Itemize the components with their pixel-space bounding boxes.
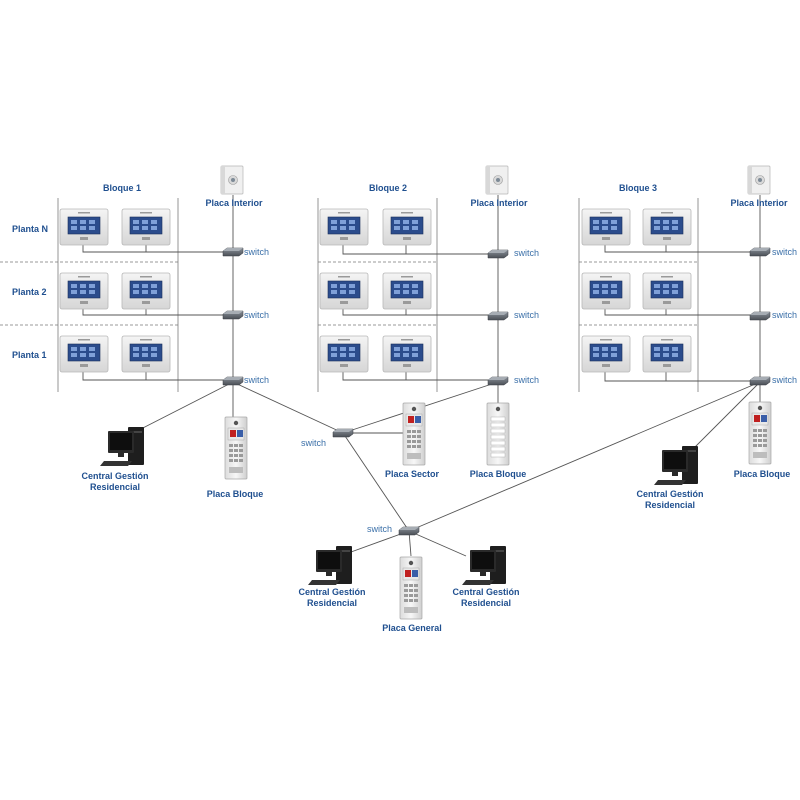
monitor-group-block-1 — [59, 208, 171, 373]
placa-interior-icon — [220, 165, 244, 195]
indoor-monitor — [642, 208, 692, 246]
indoor-monitor — [59, 335, 109, 373]
placa-bloque-label: Placa Bloque — [206, 489, 264, 499]
indoor-monitor — [59, 272, 109, 310]
computer-icon — [462, 546, 506, 585]
switch-label: switch — [301, 438, 327, 448]
central-gestion-label: Central Gestión Residencial — [636, 489, 704, 510]
placa-bloque-label: Placa Bloque — [469, 469, 527, 479]
indoor-monitor — [121, 208, 171, 246]
placa-general-icon — [399, 556, 423, 620]
indoor-monitor — [581, 335, 631, 373]
switch-label: switch — [367, 524, 393, 534]
placa-interior-label: Placa Interior — [205, 198, 263, 208]
switch-icon — [749, 247, 771, 257]
block-title: Bloque 3 — [618, 183, 657, 193]
placa-bloque-icon — [224, 416, 248, 480]
placa-sector-label: Placa Sector — [384, 469, 440, 479]
switch-icon — [487, 376, 509, 386]
switch-label: switch — [514, 375, 540, 385]
placa-bloque-icon — [748, 401, 772, 465]
indoor-monitor — [382, 272, 432, 310]
switch-icon — [222, 376, 244, 386]
indoor-monitor — [319, 335, 369, 373]
block-frame-3 — [578, 198, 699, 392]
block-title: Bloque 1 — [102, 183, 141, 193]
block-frame-2 — [317, 198, 438, 392]
central-gestion-label: Central Gestión Residencial — [298, 587, 366, 608]
placa-interior-label: Placa Interior — [730, 198, 788, 208]
switch-icon — [749, 376, 771, 386]
computer-icon — [654, 446, 698, 485]
indoor-monitor — [121, 272, 171, 310]
switch-label: switch — [514, 310, 540, 320]
indoor-monitor — [319, 208, 369, 246]
switch-label: switch — [772, 247, 798, 257]
block-frame-1 — [0, 198, 179, 392]
placa-interior-icon — [747, 165, 771, 195]
switch-icon — [487, 249, 509, 259]
switch-icon — [222, 247, 244, 257]
switch-icon — [749, 311, 771, 321]
switch-icon — [398, 526, 420, 536]
block-title: Bloque 2 — [368, 183, 407, 193]
switch-label: switch — [244, 247, 270, 257]
switch-icon — [487, 311, 509, 321]
placa-bloque-icon — [486, 402, 510, 466]
placa-interior-label: Placa Interior — [470, 198, 528, 208]
indoor-monitor — [382, 208, 432, 246]
indoor-monitor — [581, 272, 631, 310]
placa-interior-icon — [485, 165, 509, 195]
switch-label: switch — [772, 375, 798, 385]
computer-icon — [100, 427, 144, 466]
indoor-monitor — [319, 272, 369, 310]
central-gestion-label: Central Gestión Residencial — [452, 587, 520, 608]
floor-label: Planta 2 — [12, 287, 47, 297]
indoor-monitor — [382, 335, 432, 373]
indoor-monitor — [642, 335, 692, 373]
indoor-monitor — [581, 208, 631, 246]
placa-bloque-label: Placa Bloque — [733, 469, 791, 479]
indoor-monitor — [642, 272, 692, 310]
switch-label: switch — [772, 310, 798, 320]
central-gestion-label: Central Gestión Residencial — [81, 471, 149, 492]
computer-icon — [308, 546, 352, 585]
placa-general-label: Placa General — [382, 623, 442, 633]
switch-icon — [332, 428, 354, 438]
placa-sector-icon — [402, 402, 426, 466]
indoor-monitor — [121, 335, 171, 373]
switch-label: switch — [244, 375, 270, 385]
indoor-monitor — [59, 208, 109, 246]
monitor-group-block-2 — [319, 208, 432, 373]
switch-label: switch — [514, 248, 540, 258]
monitor-group-block-3 — [581, 208, 692, 373]
floor-label: Planta N — [12, 224, 49, 234]
switch-label: switch — [244, 310, 270, 320]
switch-icon — [222, 310, 244, 320]
floor-label: Planta 1 — [12, 350, 47, 360]
